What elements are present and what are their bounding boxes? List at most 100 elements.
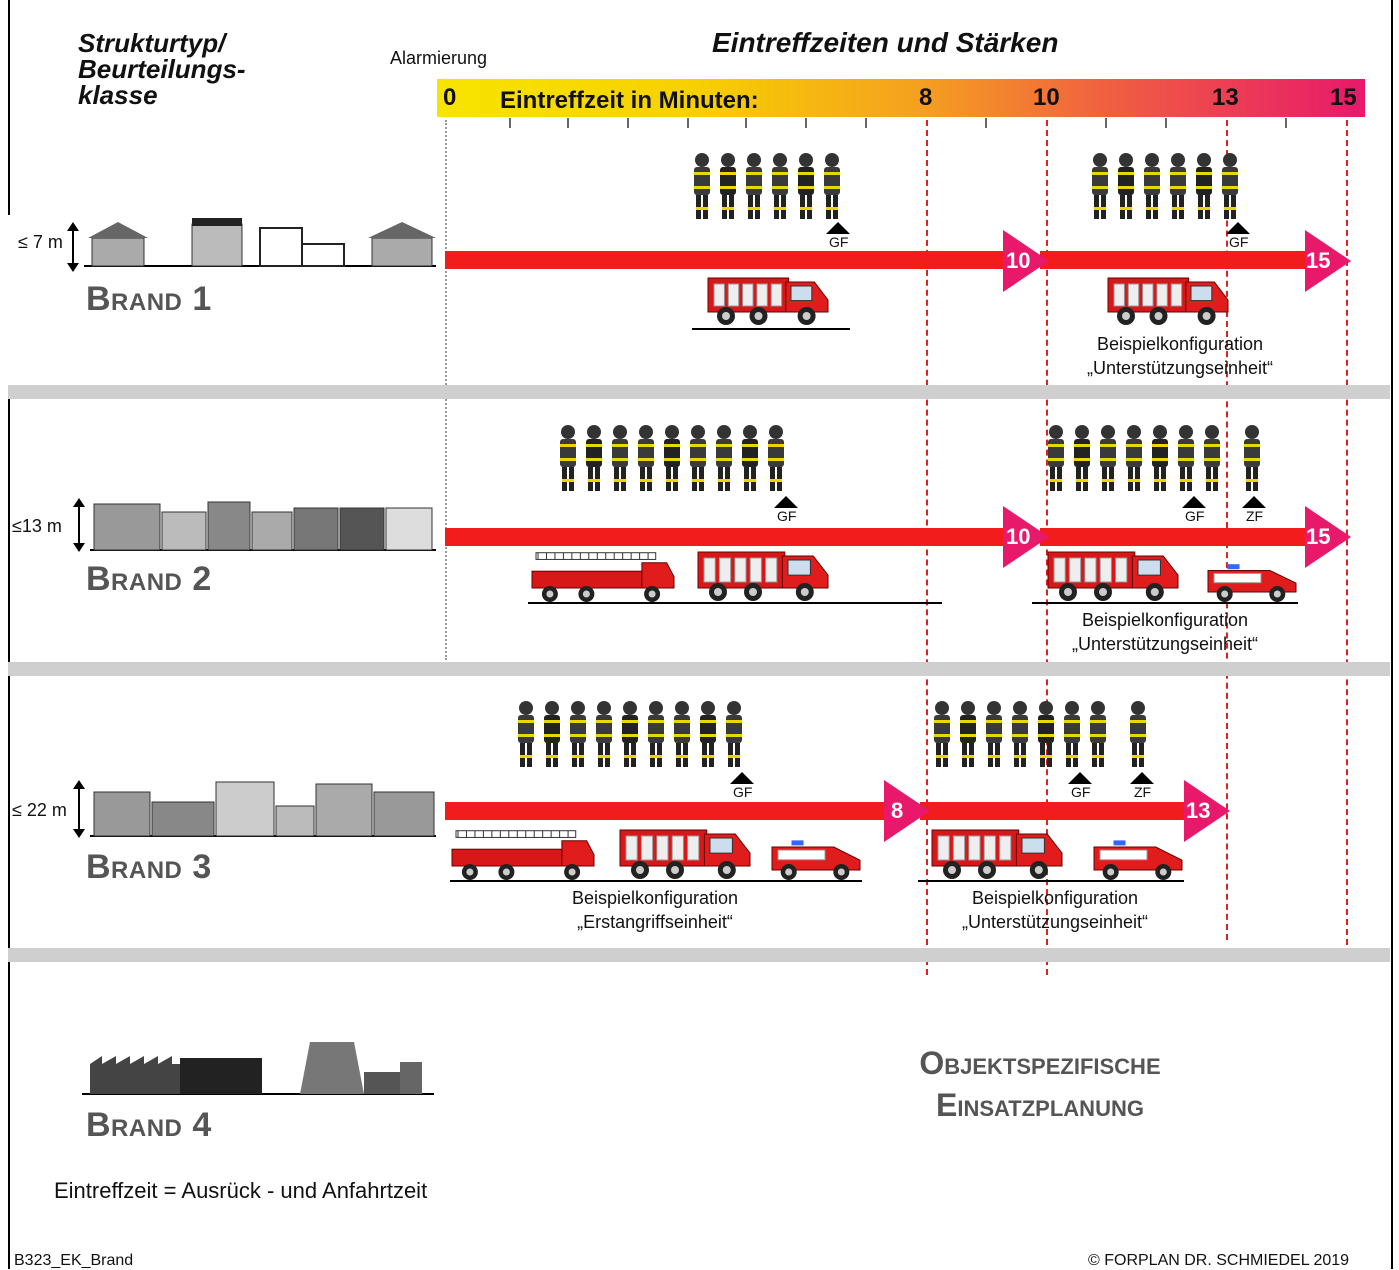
arrival-bar <box>445 802 890 820</box>
frame-left-line-lower <box>8 385 10 1269</box>
object-title-line: Objektspezifische <box>919 1045 1161 1081</box>
brand-label: Brand 4 <box>86 1106 212 1144</box>
fire-truck-icon <box>619 829 751 879</box>
arrow-value: 10 <box>1006 248 1031 273</box>
frame-left-line <box>8 0 10 215</box>
low-buildings-icon <box>84 218 436 267</box>
role-label: ZF <box>1134 784 1152 800</box>
tick-label-13: 13 <box>1212 84 1239 111</box>
brand-label: Brand 3 <box>86 848 212 886</box>
object-title: Objektspezifische Einsatzplanung <box>880 1042 1200 1126</box>
arrow-value: 15 <box>1306 248 1331 273</box>
config-line: Beispielkonfiguration <box>1081 610 1249 630</box>
fire-truck-icon <box>1107 277 1229 325</box>
footnote: Eintreffzeit = Ausrück - und Anfahrtzeit <box>54 1178 428 1203</box>
structure-title: Strukturtyp/ Beurteilungs- klasse <box>78 30 246 108</box>
alarm-label: Alarmierung <box>390 48 488 68</box>
leader-marker-icon <box>826 222 850 234</box>
command-vehicle-icon <box>771 840 861 880</box>
industrial-buildings-icon <box>82 1042 434 1095</box>
arrival-bar <box>445 528 1005 546</box>
ladder-truck-icon <box>451 830 595 880</box>
ground-line <box>450 880 862 882</box>
scale-label: Eintreffzeit in Minuten: <box>500 87 759 114</box>
arrow-value: 15 <box>1306 524 1331 549</box>
config-line: Beispielkonfiguration <box>571 888 739 908</box>
time-scale-bar <box>437 79 1365 117</box>
arrival-bar <box>1040 251 1310 269</box>
ladder-truck-icon <box>531 552 675 602</box>
arrow-marker <box>884 780 930 842</box>
leader-marker-icon <box>774 496 798 508</box>
structure-title-line: Strukturtyp/ <box>78 28 226 58</box>
main-title: Eintreffzeiten und Stärken <box>712 27 1059 58</box>
row-brand-3: ≤ 22 m Brand 3 8 13 GF Beispielkonfigura… <box>0 676 1399 948</box>
height-label: ≤ 22 m <box>12 800 67 820</box>
fire-truck-icon <box>931 829 1063 879</box>
arrival-bar <box>1040 528 1310 546</box>
config-line: „Unterstützungseinheit“ <box>961 912 1149 932</box>
fire-truck-icon <box>707 277 829 325</box>
fire-truck-icon <box>1047 551 1179 601</box>
config-label: Beispielkonfiguration „Unterstützungsein… <box>940 886 1170 934</box>
role-label: GF <box>1071 784 1091 800</box>
leader-marker-icon <box>1068 772 1092 784</box>
config-line: „Unterstützungseinheit“ <box>1071 634 1259 654</box>
row-brand-1: ≤ 7 m Brand 1 10 15 GF GF Beispielkonfig… <box>0 140 1399 385</box>
arrow-marker <box>1305 506 1351 568</box>
firefighter-icon <box>1244 425 1260 491</box>
arrow-value: 8 <box>891 798 904 823</box>
config-line: „Unterstützungseinheit“ <box>1086 358 1274 378</box>
tick-label-10: 10 <box>1033 84 1060 111</box>
time-line-8 <box>926 120 928 975</box>
minor-ticks <box>509 118 1287 128</box>
config-line: „Erstangriffseinheit“ <box>577 912 733 932</box>
tick-label-8: 8 <box>919 84 933 111</box>
height-arrow-icon <box>73 498 85 552</box>
frame-right-line <box>1391 0 1393 1269</box>
footer-left: B323_EK_Brand <box>14 1252 134 1269</box>
firefighter-crew-icon <box>934 701 1106 767</box>
arrow-value: 13 <box>1186 798 1211 823</box>
time-line-15 <box>1346 120 1348 945</box>
firefighter-crew-icon <box>560 425 784 491</box>
ground-line <box>1032 602 1298 604</box>
time-line-10 <box>1046 120 1048 975</box>
firefighter-crew-icon <box>518 701 742 767</box>
command-vehicle-icon <box>1207 564 1297 602</box>
role-label: GF <box>777 508 797 524</box>
height-label: ≤ 7 m <box>18 232 63 252</box>
structure-title-line: Beurteilungs- <box>78 54 246 84</box>
tick-label-15: 15 <box>1330 84 1357 111</box>
role-label: GF <box>1185 508 1205 524</box>
arrow-marker <box>1003 230 1049 292</box>
object-title-line: Einsatzplanung <box>936 1087 1144 1123</box>
arrow-marker <box>1003 506 1049 568</box>
tick-label-0: 0 <box>443 84 457 111</box>
config-label: Beispielkonfiguration „Unterstützungsein… <box>1065 332 1295 380</box>
role-label: GF <box>1229 234 1249 250</box>
leader-marker-icon <box>1130 772 1154 784</box>
height-arrow-icon <box>73 780 85 838</box>
arrow-marker <box>1305 230 1351 292</box>
role-label: GF <box>733 784 753 800</box>
arrival-bar <box>445 251 1005 269</box>
command-vehicle-icon <box>1093 840 1183 880</box>
arrow-marker <box>1184 780 1230 842</box>
structure-title-line: klasse <box>78 80 158 110</box>
role-label: GF <box>829 234 849 250</box>
leader-marker-icon <box>1242 496 1266 508</box>
firefighter-crew-icon <box>1048 425 1220 491</box>
firefighter-crew-icon <box>1092 153 1238 219</box>
firefighter-icon <box>1130 701 1146 767</box>
role-label: ZF <box>1246 508 1264 524</box>
fire-truck-icon <box>697 551 829 601</box>
ground-line <box>528 602 942 604</box>
config-line: Beispielkonfiguration <box>971 888 1139 908</box>
ground-line <box>918 880 1184 882</box>
leader-marker-icon <box>1226 222 1250 234</box>
leader-marker-icon <box>730 772 754 784</box>
config-label: Beispielkonfiguration „Unterstützungsein… <box>1050 608 1280 656</box>
leader-marker-icon <box>1182 496 1206 508</box>
brand-label: Brand 2 <box>86 560 212 598</box>
